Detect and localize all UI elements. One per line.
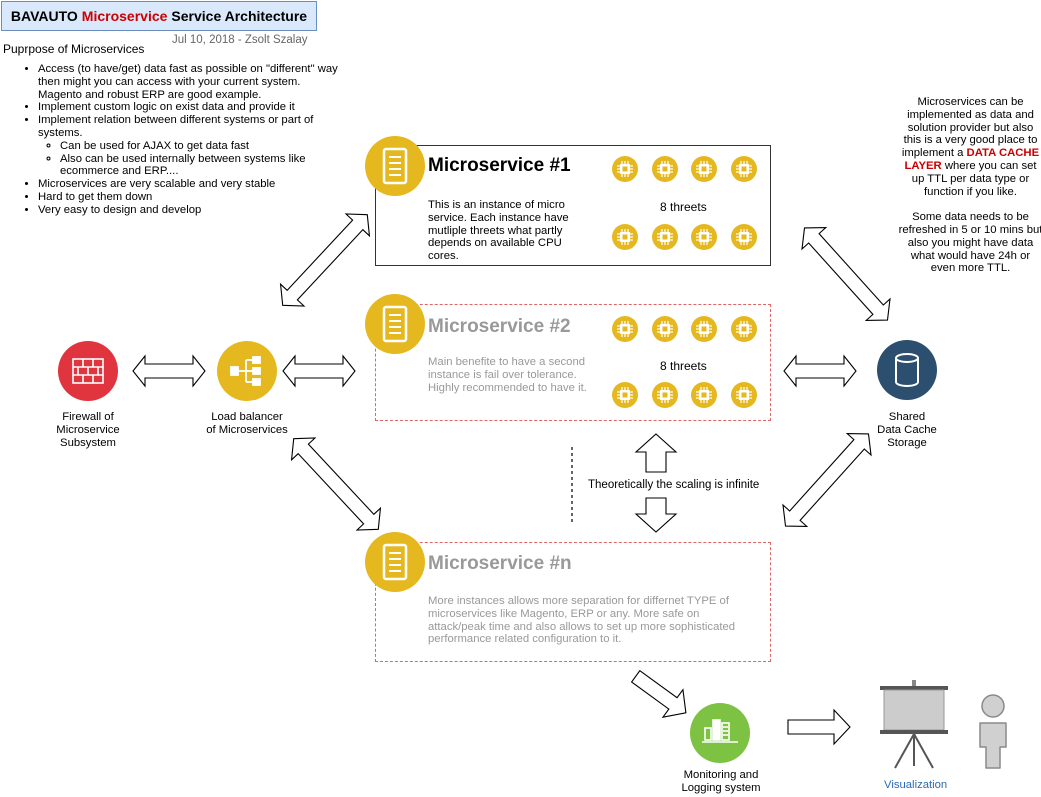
microservice-2-description: Main benefite to have a second instance … [428,356,587,394]
cpu-chip-icon [690,155,718,183]
cpu-chip-icon [611,155,639,183]
microservice-n-box [375,542,771,662]
scaling-arrow-up [634,433,678,473]
microservice-2-server-icon [363,292,427,356]
microservice-n-title: Microservice #n [428,553,572,574]
arrow-ms2-storage [783,355,857,387]
purpose-heading: Puprpose of Microservices [3,42,145,56]
microservice-n-description: More instances allows more separation fo… [428,595,736,646]
date-author: Jul 10, 2018 - Zsolt Szalay [172,34,308,46]
firewall-icon [58,341,118,401]
cpu-chip-icon [651,315,679,343]
microservice-1-title: Microservice #1 [428,155,571,176]
purpose-item: Very easy to design and develop [38,204,338,217]
arrow-loadbalancer-msn [281,427,391,541]
arrow-firewall-loadbalancer [132,355,206,387]
cache-storage-label: Shared Data Cache Storage [877,411,937,449]
cache-note-text: Microservices can be implemented as data… [901,96,1038,160]
microservice-1-description: This is an instance of micro service. Ea… [428,199,569,263]
microservice-1-box [375,145,771,266]
purpose-item: Access (to have/get) data fast as possib… [38,63,338,101]
cpu-chip-icon [690,315,718,343]
cpu-chip-icon [611,381,639,409]
title-accent: Microservice [81,8,168,24]
arrow-loadbalancer-ms1 [270,203,380,317]
microservice-2-threads-label: 8 threets [660,359,707,373]
purpose-item: Hard to get them down [38,191,338,204]
purpose-list: Access (to have/get) data fast as possib… [22,63,338,217]
arrow-ms1-storage [792,216,900,332]
purpose-subitem: Can be used for AJAX to get data fast [60,140,338,153]
arrow-loadbalancer-ms2 [282,355,356,387]
person-icon [979,694,1007,769]
cpu-chip-icon [651,381,679,409]
microservice-n-server-icon [363,530,427,594]
microservice-1-threads-label: 8 threets [660,200,707,214]
scaling-label: Theoretically the scaling is infinite [588,479,760,491]
database-icon [877,340,937,400]
purpose-item: Implement custom logic on exist data and… [38,101,338,114]
cache-note: Microservices can be implemented as data… [898,96,1041,275]
microservice-2-title: Microservice #2 [428,316,571,337]
scaling-arrow-down [634,497,678,533]
title-prefix: BAVAUTO [10,8,78,24]
bar-chart-icon [690,703,750,763]
cpu-chip-icon [730,381,758,409]
purpose-item: Microservices are very scalable and very… [38,178,338,191]
visualization-label: Visualization [884,779,948,791]
purpose-item-text: Implement relation between different sys… [38,114,314,139]
cache-note-text: Some data needs to be refreshed in 5 or … [898,211,1041,275]
cpu-chip-icon [690,381,718,409]
firewall-label: Firewall of Microservice Subsystem [56,411,120,449]
cpu-chip-icon [651,155,679,183]
monitoring-label: Monitoring and Logging system [681,769,761,794]
purpose-subitem: Also can be used internally between syst… [60,153,338,179]
load-balancer-label: Load balancer of Microservices [206,411,288,436]
cpu-chip-icon [730,155,758,183]
diagram-title: BAVAUTO Microservice Service Architectur… [1,1,317,31]
cpu-chip-icon [611,223,639,251]
purpose-item: Implement relation between different sys… [38,114,338,178]
title-suffix: Service Architecture [171,8,308,24]
purpose-sublist: Can be used for AJAX to get data fast Al… [38,140,338,178]
cpu-chip-icon [730,315,758,343]
microservice-1-server-icon [363,134,427,198]
cache-note-text: where you can set up TTL per data type o… [911,159,1037,198]
cache-note-highlight: DATA CACHE LAYER [904,147,1040,172]
cpu-chip-icon [730,223,758,251]
arrow-msn-monitoring [625,662,697,728]
cpu-chip-icon [611,315,639,343]
microservice-2-box [375,304,771,421]
cpu-chip-icon [690,223,718,251]
arrow-monitoring-visualization [787,709,851,745]
presentation-board-icon [880,680,948,769]
cpu-chip-icon [651,223,679,251]
load-balancer-icon [217,341,277,401]
